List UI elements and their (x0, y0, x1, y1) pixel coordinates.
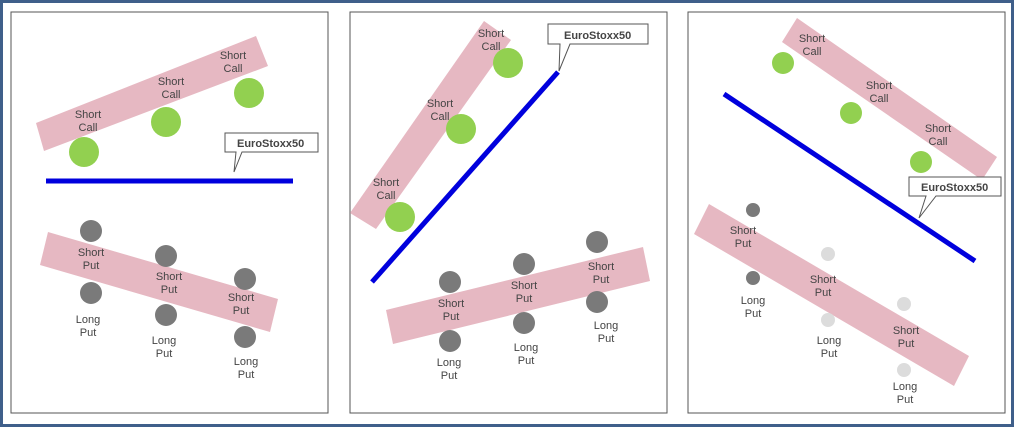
panel-2-long-put-dot-3 (586, 291, 608, 313)
panel-1-long-put-label-3a: Long (234, 356, 258, 368)
panel-3-long-put-label-1b: Put (745, 308, 762, 320)
panel-2-long-put-dot-2 (513, 312, 535, 334)
panel-3-long-put-dot-3 (897, 363, 911, 377)
panel-1-short-call-dot-3 (234, 78, 264, 108)
panel-2-index-line (370, 70, 560, 284)
panel-2-long-put-label-1b: Put (441, 370, 458, 382)
panel-3-index-line (722, 91, 977, 264)
panel-2-long-put-label-3b: Put (598, 333, 615, 345)
panel-2-short-call-label-1a: Short (373, 177, 399, 189)
panel-2-short-call-label-3b: Call (482, 41, 501, 53)
panel-1-short-put-band (40, 232, 278, 332)
panel-1-short-call-dot-2 (151, 107, 181, 137)
panel-3-index-label: EuroStoxx50 (921, 182, 988, 194)
panel-1-short-put-label-3a: Short (228, 292, 254, 304)
panel-2-short-put-dot-2 (513, 253, 535, 275)
panel-3-short-call-label-3b: Call (929, 136, 948, 148)
panel-2-long-put-label-1a: Long (437, 357, 461, 369)
panel-3-short-call-label-3a: Short (925, 123, 951, 135)
panel-3-short-put-dot-2 (821, 247, 835, 261)
panel-2-short-call-dot-1 (385, 202, 415, 232)
panel-3-short-call-dot-2 (840, 102, 862, 124)
panel-3-short-put-label-3b: Put (898, 338, 915, 350)
panel-1-short-put-label-2a: Short (156, 271, 182, 283)
panel-1-short-call-label-2a: Short (158, 76, 184, 88)
panel-3-long-put-label-2b: Put (821, 348, 838, 360)
panel-1-short-call-label-3b: Call (224, 63, 243, 75)
panel-2-short-call-label-2b: Call (431, 111, 450, 123)
panel-3-long-put-dot-2 (821, 313, 835, 327)
panel-3-short-put-label-2b: Put (815, 287, 832, 299)
panel-2-short-call-dot-3 (493, 48, 523, 78)
panel-1-short-put-dot-1 (80, 220, 102, 242)
panel-3-short-put-label-1a: Short (730, 225, 756, 237)
panel-2-short-call-dot-2 (446, 114, 476, 144)
panel-2-short-put-band (386, 247, 650, 344)
panel-3-short-call-band (782, 18, 997, 180)
panel-1-long-put-label-2b: Put (156, 348, 173, 360)
panel-2-short-put-dot-3 (586, 231, 608, 253)
panel-1-index-callout (224, 132, 319, 173)
panel-1-short-call-label-1a: Short (75, 109, 101, 121)
panel-2-short-put-label-3a: Short (588, 261, 614, 273)
panel-2-long-put-label-2b: Put (518, 355, 535, 367)
panel-3-short-put-label-3a: Short (893, 325, 919, 337)
panel-2-long-put-label-3a: Long (594, 320, 618, 332)
panel-2-short-call-label-1b: Call (377, 190, 396, 202)
panel-3-short-call-dot-1 (772, 52, 794, 74)
panel-2-short-call-band (350, 21, 511, 229)
panel-2-index-callout (547, 23, 649, 72)
panel-3-short-put-band (694, 204, 969, 386)
panel-1-short-put-label-1a: Short (78, 247, 104, 259)
panel-1-short-put-label-1b: Put (83, 260, 100, 272)
panel-3-short-put-dot-1 (746, 203, 760, 217)
panel-3-index-callout (908, 176, 1002, 219)
panel-2-long-put-label-2a: Long (514, 342, 538, 354)
panel-3-long-put-label-1a: Long (741, 295, 765, 307)
panel-3-short-put-label-2a: Short (810, 274, 836, 286)
panel-2-short-put-label-3b: Put (593, 274, 610, 286)
panel-1-short-call-label-2b: Call (162, 89, 181, 101)
panel-2: EuroStoxx50 Short Call Short Call Short … (349, 11, 668, 414)
panel-2-short-call-label-3a: Short (478, 28, 504, 40)
panel-1-index-label: EuroStoxx50 (237, 138, 304, 150)
panel-3-short-call-label-2b: Call (870, 93, 889, 105)
panel-1-short-put-dot-3 (234, 268, 256, 290)
panel-2-short-put-label-1b: Put (443, 311, 460, 323)
panel-2-short-put-label-2a: Short (511, 280, 537, 292)
panel-1-short-call-dot-1 (69, 137, 99, 167)
panel-2-short-put-dot-1 (439, 271, 461, 293)
panel-2-short-put-label-1a: Short (438, 298, 464, 310)
panel-1-short-put-label-2b: Put (161, 284, 178, 296)
panel-1-short-call-label-1b: Call (79, 122, 98, 134)
panel-3-short-put-label-1b: Put (735, 238, 752, 250)
panel-3-short-call-label-1a: Short (799, 33, 825, 45)
panel-1-long-put-label-1a: Long (76, 314, 100, 326)
panel-1: EuroStoxx50 Short Call Short Call Short … (10, 11, 329, 414)
panel-3-long-put-dot-1 (746, 271, 760, 285)
panel-2-short-put-label-2b: Put (516, 293, 533, 305)
panel-2-long-put-dot-1 (439, 330, 461, 352)
panel-1-short-call-band (36, 36, 268, 151)
panel-1-long-put-label-1b: Put (80, 327, 97, 339)
panel-1-long-put-dot-1 (80, 282, 102, 304)
panel-2-short-call-label-2a: Short (427, 98, 453, 110)
panel-3-long-put-label-3b: Put (897, 394, 914, 406)
panel-1-short-put-label-3b: Put (233, 305, 250, 317)
panel-3-short-call-dot-3 (910, 151, 932, 173)
panel-1-long-put-label-2a: Long (152, 335, 176, 347)
panel-1-short-call-label-3a: Short (220, 50, 246, 62)
panel-3-short-call-label-2a: Short (866, 80, 892, 92)
panel-3-short-put-dot-3 (897, 297, 911, 311)
panel-3-long-put-label-2a: Long (817, 335, 841, 347)
panel-1-long-put-dot-2 (155, 304, 177, 326)
panel-3: EuroStoxx50 Short Call Short Call Short … (687, 11, 1006, 414)
panel-3-short-call-label-1b: Call (803, 46, 822, 58)
panel-1-short-put-dot-2 (155, 245, 177, 267)
panel-1-long-put-label-3b: Put (238, 369, 255, 381)
panel-2-index-label: EuroStoxx50 (564, 30, 631, 42)
panel-1-long-put-dot-3 (234, 326, 256, 348)
panel-3-long-put-label-3a: Long (893, 381, 917, 393)
